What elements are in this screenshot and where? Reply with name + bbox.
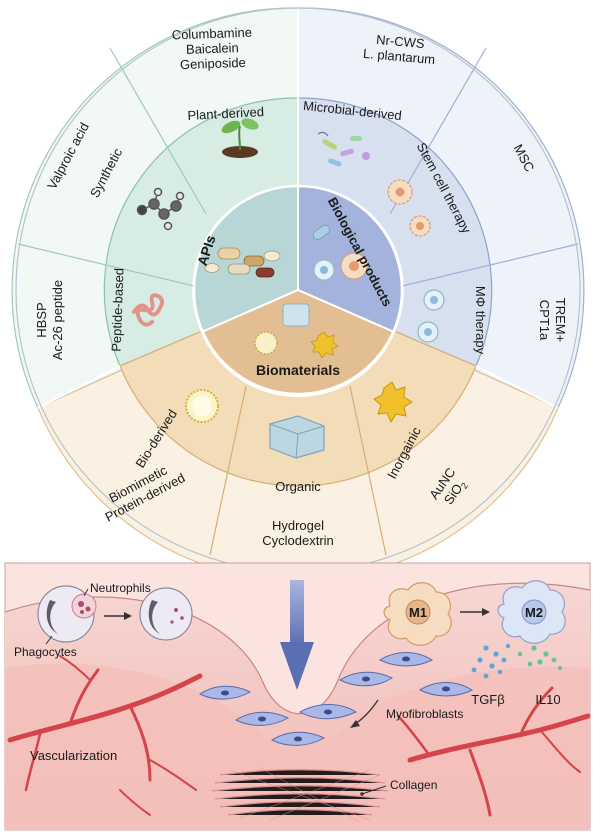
inorganic-icon xyxy=(373,381,413,424)
peptide-example-1: HBSP xyxy=(34,302,49,337)
plant-examples: Columbamine Baicalein Geniposide xyxy=(172,25,253,73)
inorganic-example-subscript: 2 xyxy=(459,481,470,491)
macrophage-icon xyxy=(417,289,445,343)
ring-dividers xyxy=(37,8,559,409)
il10-label: IL10 xyxy=(535,692,560,707)
organic-icon xyxy=(269,415,325,459)
blood-vessels-right xyxy=(396,686,591,817)
collagen-pointer xyxy=(361,785,387,795)
stem-cell-icon xyxy=(387,179,431,237)
plant-example-1: Columbamine xyxy=(172,25,253,43)
mphi-example-2: TREM+ xyxy=(553,298,568,342)
neutrophils-label: Neutrophils xyxy=(90,581,151,595)
biomaterials-label: Biomaterials xyxy=(256,362,340,378)
bio-derived-icon xyxy=(185,389,219,423)
bacteria-icon xyxy=(317,131,370,167)
microbial-example-1: Nr-CWS xyxy=(376,32,426,51)
organic-example-1: Hydrogel xyxy=(272,518,324,533)
phagocyte-cell-2 xyxy=(139,587,193,641)
collagen-label: Collagen xyxy=(390,778,437,792)
peptide-based-label: Peptide-based xyxy=(109,268,127,352)
tgfb-label: TGFβ xyxy=(471,692,504,707)
microbial-example-2: L. plantarum xyxy=(362,46,435,67)
phagocyte-cell-1 xyxy=(37,585,97,643)
phagocyte-arrowhead xyxy=(124,612,132,620)
cytokine-dots-tgfb xyxy=(471,643,511,679)
sprout-icon xyxy=(221,118,259,158)
microbial-examples: Nr-CWS L. plantarum xyxy=(362,32,435,67)
peptide-examples: HBSP Ac-26 peptide xyxy=(34,280,65,360)
organic-label: Organic xyxy=(275,479,321,494)
core-border xyxy=(192,184,404,396)
wound-panel: Neutrophils Phagocytes M1 M2 TGFβ IL10 M… xyxy=(4,562,591,831)
m1-to-m2-arrowhead xyxy=(482,608,490,616)
materials-sub-dividers xyxy=(209,385,387,556)
organic-example-2: Cyclodextrin xyxy=(262,533,334,548)
treatment-wheel xyxy=(11,7,585,582)
pills-icon xyxy=(204,247,281,278)
plant-derived-label: Plant-derived xyxy=(187,104,264,123)
m1-macrophage: M1 xyxy=(383,582,452,646)
peptide-icon xyxy=(132,293,165,327)
biomaterial-icons xyxy=(254,303,339,359)
plant-example-2: Baicalein xyxy=(186,40,239,57)
down-arrow xyxy=(280,580,314,690)
collagen-pointer-dot xyxy=(360,792,364,796)
phagocytes-label: Phagocytes xyxy=(14,645,77,659)
plant-example-3: Geniposide xyxy=(180,55,246,72)
neutrophils-pointer xyxy=(83,588,89,597)
peptide-example-2: Ac-26 peptide xyxy=(50,280,65,360)
myofibroblast-arrowhead xyxy=(350,720,360,728)
phagocytes-pointer xyxy=(45,635,53,645)
m1-label: M1 xyxy=(409,605,427,620)
organic-examples: Hydrogel Cyclodextrin xyxy=(262,518,334,548)
cytokine-dots-il10 xyxy=(517,645,563,671)
blood-vessels-left xyxy=(7,655,203,816)
collagen-fibers xyxy=(211,767,389,823)
apis-sub-dividers xyxy=(17,47,207,287)
molecule-icon xyxy=(136,187,185,231)
dermis-layer xyxy=(5,663,590,830)
m2-macrophage: M2 xyxy=(497,580,566,644)
mphi-therapy-label: MΦ therapy xyxy=(473,286,488,355)
m2-label: M2 xyxy=(525,605,543,620)
vascularization-label: Vascularization xyxy=(30,748,117,763)
mphi-example-1: CPT1a xyxy=(537,300,552,341)
mphi-examples: CPT1a TREM+ xyxy=(537,298,568,342)
myofibroblast-nuclei xyxy=(221,656,450,742)
myofibroblasts-label: Myofibroblasts xyxy=(386,707,463,721)
cells-icon xyxy=(312,224,368,281)
